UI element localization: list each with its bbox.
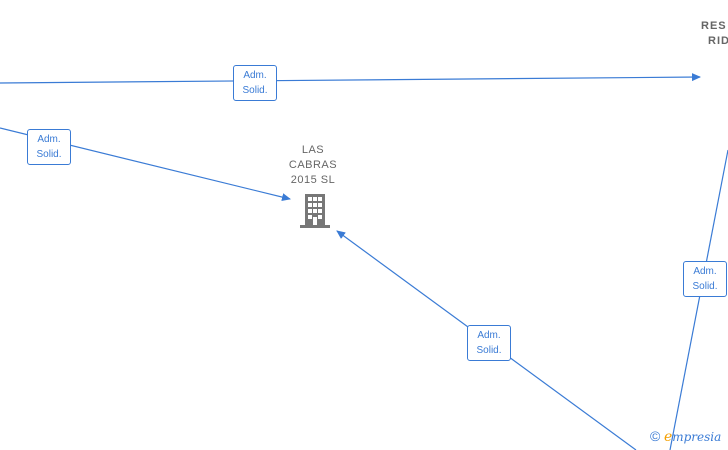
edge-label-bottom[interactable]: Adm. Solid. [467,325,511,361]
edge-label-role: Adm. [477,330,501,341]
edge-label-role: Adm. [693,266,717,277]
company-name-line: LAS [301,144,325,156]
company-name-top-right[interactable]: RES RID [701,19,728,49]
edge-label-top[interactable]: Adm. Solid. [233,65,277,101]
edge-label-type: Solid. [692,281,718,292]
edge-label-type: Solid. [242,85,268,96]
building-icon[interactable] [299,194,331,228]
company-name-line: RID [708,35,728,47]
edge-label-right[interactable]: Adm. Solid. [683,261,727,297]
edge-label-type: Solid. [36,149,62,160]
brand-logo-initial: e [663,429,673,445]
edge-label-left[interactable]: Adm. Solid. [27,129,71,165]
edge-left-to-top-right [0,73,701,84]
edge-label-type: Solid. [476,345,502,356]
brand-logo-text: mpresia [672,430,722,444]
empresia-watermark: © empresia [650,428,721,445]
edge-label-role: Adm. [243,70,267,81]
company-name-center[interactable]: LAS CABRAS 2015 SL [273,143,353,188]
company-name-line: 2015 SL [290,174,336,186]
edge-label-role: Adm. [37,134,61,145]
copyright-symbol: © [650,428,661,444]
company-name-line: RES [701,20,727,32]
company-name-line: CABRAS [288,159,338,171]
edge-bottom-to-top-right [669,149,728,450]
